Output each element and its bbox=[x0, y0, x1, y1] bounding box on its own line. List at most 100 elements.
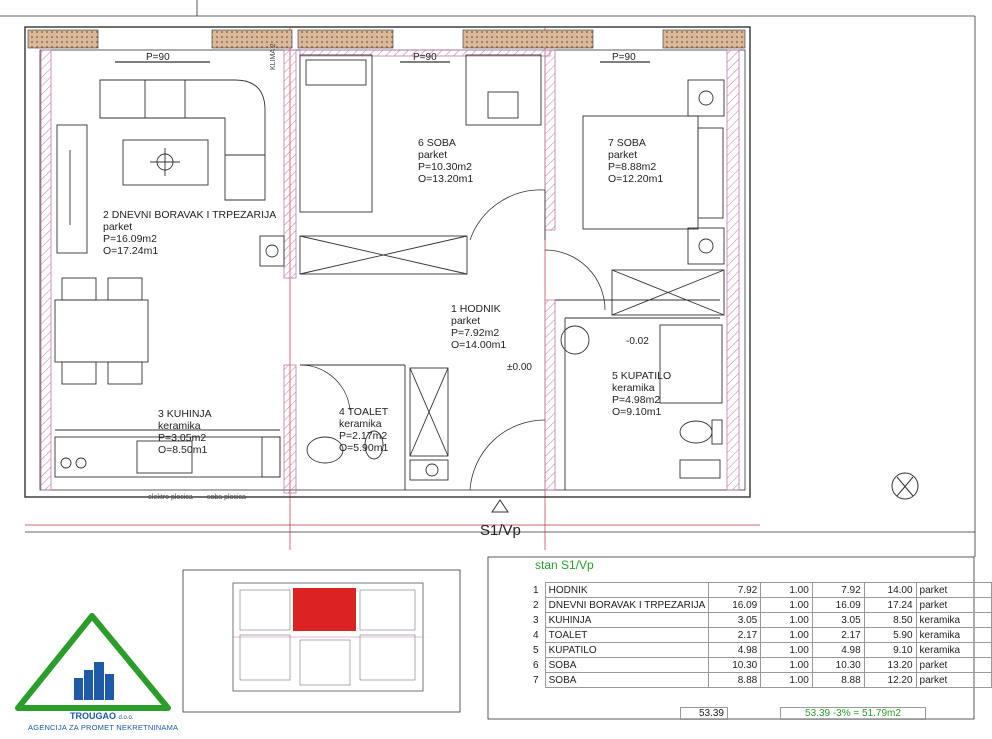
section-arrow bbox=[491, 499, 509, 513]
room7-furniture bbox=[582, 79, 725, 316]
room-name: 4 TOALET bbox=[339, 406, 389, 418]
room-floor: keramika bbox=[612, 382, 655, 394]
room-area: P=16.09m2 bbox=[103, 233, 157, 245]
table-cell-n: 6 bbox=[533, 659, 539, 671]
table-title: stan S1/Vp bbox=[535, 558, 594, 572]
table-cell-name: HODNIK bbox=[544, 582, 710, 598]
bathroom-fixtures bbox=[560, 324, 723, 479]
room-floor: parket bbox=[608, 149, 638, 161]
table-cell-a: 16.09 bbox=[708, 597, 762, 613]
table-cell-floor: keramika bbox=[915, 627, 992, 643]
table-cell-b: 4.98 bbox=[811, 642, 865, 658]
room-label-3: 3 KUHINJA keramika P=3.05m2 O=8.50m1 bbox=[158, 408, 212, 456]
table-cell-name: TOALET bbox=[544, 627, 710, 643]
room6-furniture bbox=[259, 54, 542, 275]
balcony-note: elektro plocica bbox=[148, 494, 193, 501]
table-cell-a: 8.88 bbox=[708, 672, 762, 688]
table-cell-floor: parket bbox=[915, 597, 992, 613]
table-cell-k: 1.00 bbox=[760, 612, 813, 628]
table-cell-n: 2 bbox=[533, 599, 539, 611]
room-area: P=8.88m2 bbox=[608, 161, 657, 173]
opening-label: P=90 bbox=[146, 52, 170, 63]
net-area: 53.39 -3% = 51.79m2 bbox=[780, 707, 926, 720]
room-label-4: 4 TOALET keramika P=2.17m2 O=5.90m1 bbox=[339, 406, 388, 454]
table-cell-b: 2.17 bbox=[811, 627, 865, 643]
opening-label: P=90 bbox=[413, 52, 437, 63]
guide-lines bbox=[0, 0, 976, 557]
table-cell-n: 7 bbox=[533, 674, 539, 686]
room-floor: parket bbox=[103, 221, 133, 233]
room-name: 5 KUPATILO bbox=[612, 370, 672, 382]
room-floor: keramika bbox=[339, 418, 382, 430]
table-cell-name: KUPATILO bbox=[544, 642, 710, 658]
section-label: S1/Vp bbox=[480, 522, 521, 539]
table-cell-floor: keramika bbox=[915, 642, 992, 658]
room-area: P=4.98m2 bbox=[612, 394, 661, 406]
logo-subtitle: AGENCIJA ZA PROMET NEKRETNINAMA bbox=[28, 723, 179, 732]
table-cell-b: 8.88 bbox=[811, 672, 865, 688]
sofa bbox=[99, 79, 266, 201]
room-area: P=2.17m2 bbox=[339, 430, 388, 442]
table-cell-name: SOBA bbox=[544, 657, 710, 673]
tv-unit bbox=[56, 124, 88, 254]
room-perimeter: O=12.20m1 bbox=[608, 173, 664, 185]
total-area: 53.39 bbox=[680, 707, 728, 720]
room-floor: keramika bbox=[158, 420, 201, 432]
room-area: P=3.05m2 bbox=[158, 432, 207, 444]
table-cell-a: 4.98 bbox=[708, 642, 762, 658]
room-label-6: 6 SOBA parket P=10.30m2 O=13.20m1 bbox=[418, 137, 473, 185]
table-cell-floor: parket bbox=[915, 672, 992, 688]
table-cell-name: DNEVNI BORAVAK I TRPEZARIJA bbox=[544, 597, 710, 613]
table-cell-floor: parket bbox=[915, 657, 992, 673]
room-label-1: 1 HODNIK parket P=7.92m2 O=14.00m1 bbox=[451, 303, 506, 351]
balcony-note: soba plocica bbox=[207, 494, 246, 501]
wardrobe-label: KLIMA 2 bbox=[270, 43, 277, 70]
axis-guides bbox=[25, 28, 760, 550]
table-cell-n: 4 bbox=[533, 629, 539, 641]
table-cell-name: KUHINJA bbox=[544, 612, 710, 628]
room-area: P=7.92m2 bbox=[451, 327, 500, 339]
table-cell-name: SOBA bbox=[544, 672, 710, 688]
opening-label: P=90 bbox=[612, 52, 636, 63]
level-mark-bathroom: -0.02 bbox=[626, 336, 649, 347]
table-cell-o: 12.20 bbox=[863, 672, 917, 688]
table-cell-k: 1.00 bbox=[760, 597, 813, 613]
table-cell-b: 3.05 bbox=[811, 612, 865, 628]
north-arrow bbox=[891, 472, 919, 500]
room-name: 1 HODNIK bbox=[451, 303, 501, 315]
room-perimeter: O=13.20m1 bbox=[418, 173, 474, 185]
logo-name: TROUGAO d.o.o. bbox=[70, 711, 134, 721]
table-cell-b: 10.30 bbox=[811, 657, 865, 673]
dining-table bbox=[54, 277, 149, 385]
room-perimeter: O=8.50m1 bbox=[158, 444, 208, 456]
toilet-fixtures bbox=[306, 367, 449, 481]
room-perimeter: O=9.10m1 bbox=[612, 406, 662, 418]
table-cell-n: 5 bbox=[533, 644, 539, 656]
table-cell-o: 17.24 bbox=[863, 597, 917, 613]
coffee-table bbox=[122, 139, 209, 186]
table-cell-k: 1.00 bbox=[760, 672, 813, 688]
room-name: 3 KUHINJA bbox=[158, 408, 212, 420]
room-perimeter: O=5.90m1 bbox=[339, 442, 389, 454]
table-cell-o: 13.20 bbox=[863, 657, 917, 673]
table-cell-k: 1.00 bbox=[760, 657, 813, 673]
door-swings bbox=[299, 189, 606, 491]
table-cell-k: 1.00 bbox=[760, 627, 813, 643]
room-label-2: 2 DNEVNI BORAVAK I TRPEZARIJA parket P=1… bbox=[103, 209, 276, 257]
table-cell-k: 1.00 bbox=[760, 642, 813, 658]
table-cell-o: 5.90 bbox=[863, 627, 917, 643]
table-cell-floor: parket bbox=[915, 582, 992, 598]
room-perimeter: O=14.00m1 bbox=[451, 339, 507, 351]
room-name: 7 SOBA bbox=[608, 137, 646, 149]
table-cell-b: 16.09 bbox=[811, 597, 865, 613]
room-name: 6 SOBA bbox=[418, 137, 456, 149]
table-cell-a: 3.05 bbox=[708, 612, 762, 628]
table-cell-floor: keramika bbox=[915, 612, 992, 628]
